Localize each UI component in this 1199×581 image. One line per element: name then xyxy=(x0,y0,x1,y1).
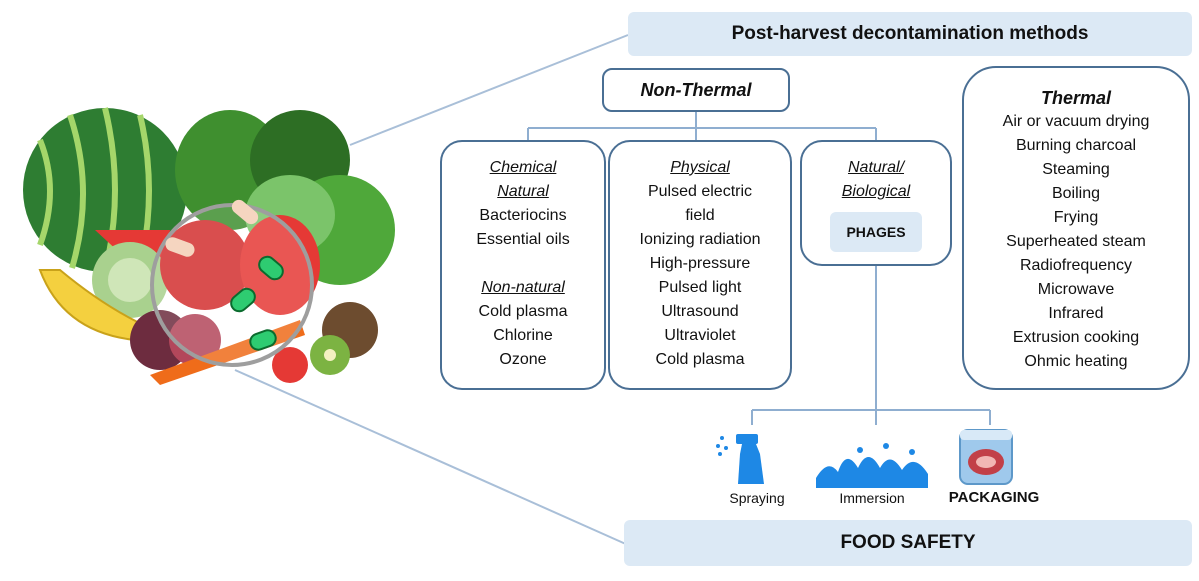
physical-item: Ionizing radiation xyxy=(639,231,761,248)
non-natural-header: Non-natural xyxy=(481,279,565,296)
thermal-header: Thermal xyxy=(1040,88,1112,108)
chemical-header: Chemical xyxy=(489,159,557,176)
chemical-natural-item: Bacteriocins xyxy=(479,207,567,224)
spraying-label: Spraying xyxy=(729,490,785,506)
food-safety-text: FOOD SAFETY xyxy=(840,532,976,553)
produce-illustration xyxy=(23,107,395,385)
thermal-box: Thermal Air or vacuum drying Burning cha… xyxy=(962,66,1190,390)
thermal-item: Air or vacuum drying xyxy=(1002,113,1150,130)
physical-item: High-pressure xyxy=(649,255,751,272)
food-safety-banner: FOOD SAFETY xyxy=(624,520,1192,566)
thermal-item: Extrusion cooking xyxy=(1012,329,1140,346)
water-splash-icon xyxy=(816,443,928,488)
physical-item: field xyxy=(685,207,715,224)
thermal-item: Steaming xyxy=(1042,161,1110,178)
chemical-non-natural-item: Chlorine xyxy=(493,327,553,344)
title-banner: Post-harvest decontamination methods xyxy=(628,12,1192,56)
biological-header-line1: Natural/ xyxy=(847,159,905,176)
physical-item: Cold plasma xyxy=(655,351,745,368)
thermal-item: Superheated steam xyxy=(1006,233,1146,250)
thermal-item: Infrared xyxy=(1048,305,1104,322)
biological-header-line2: Biological xyxy=(841,183,911,200)
chemical-box: Chemical Natural Bacteriocins Essential … xyxy=(440,140,606,390)
thermal-item: Ohmic heating xyxy=(1024,353,1128,370)
thermal-item: Radiofrequency xyxy=(1019,257,1133,274)
thermal-item: Burning charcoal xyxy=(1015,137,1137,154)
non-thermal-box: Non-Thermal xyxy=(602,68,790,112)
physical-item: Ultraviolet xyxy=(664,327,736,344)
natural-header: Natural xyxy=(497,183,549,200)
spray-bottle-icon xyxy=(716,434,764,484)
chemical-non-natural-item: Cold plasma xyxy=(478,303,568,320)
thermal-item: Boiling xyxy=(1051,185,1101,202)
thermal-item: Microwave xyxy=(1037,281,1115,298)
title-text: Post-harvest decontamination methods xyxy=(731,23,1089,44)
thermal-item: Frying xyxy=(1053,209,1099,226)
physical-item: Pulsed light xyxy=(658,279,742,296)
physical-header: Physical xyxy=(670,159,730,176)
biological-box: Natural/ Biological PHAGES xyxy=(800,140,952,266)
meat-package-icon xyxy=(959,429,1013,485)
packaging-label: PACKAGING xyxy=(948,489,1040,506)
non-thermal-label: Non-Thermal xyxy=(640,79,752,100)
physical-item: Pulsed electric xyxy=(647,183,753,200)
immersion-label: Immersion xyxy=(839,490,905,506)
physical-box: Physical Pulsed electric field Ionizing … xyxy=(608,140,792,390)
chemical-non-natural-item: Ozone xyxy=(499,351,547,368)
physical-item: Ultrasound xyxy=(661,303,739,320)
chemical-natural-item: Essential oils xyxy=(476,231,570,248)
phages-badge: PHAGES xyxy=(830,212,922,252)
